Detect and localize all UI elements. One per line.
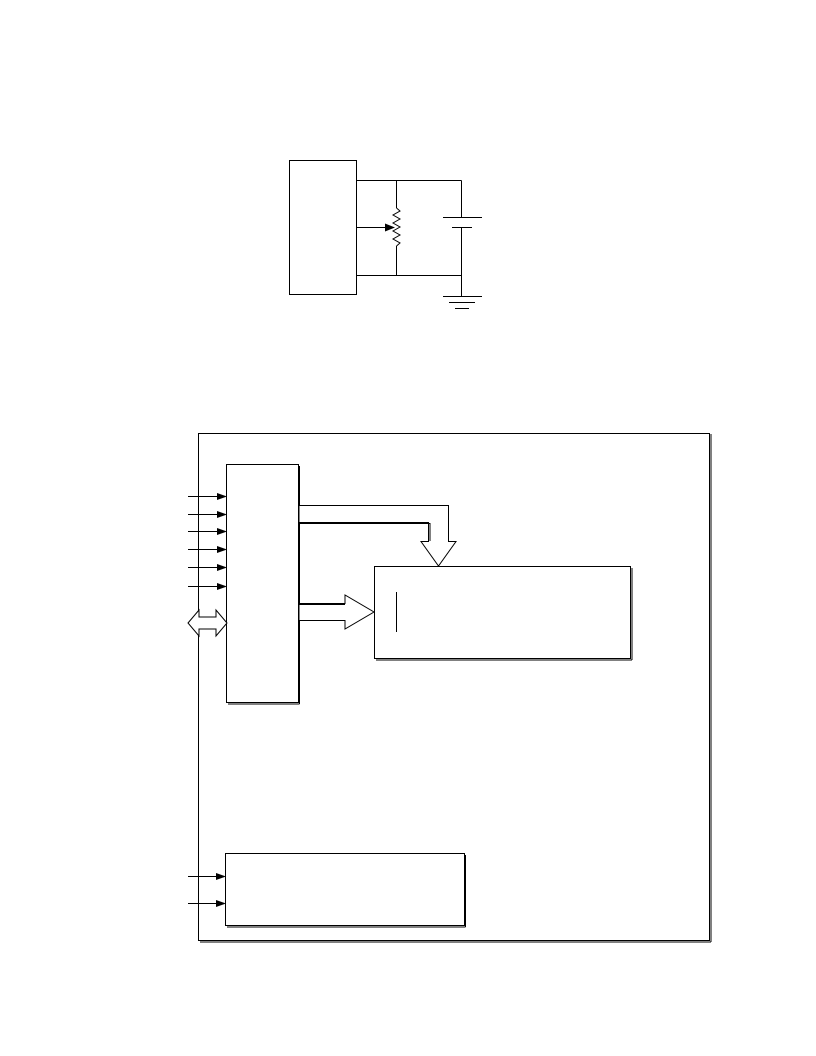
input-arrow: [188, 546, 227, 553]
device-block: [289, 160, 357, 295]
input-arrow: [188, 511, 227, 518]
control-logic-block: [226, 464, 299, 703]
register-block: [374, 566, 631, 659]
ground-symbol: [443, 296, 482, 309]
bidirectional-bus-arrow: [187, 608, 228, 638]
lower-input-arrows: [188, 873, 226, 907]
block-diagram: [187, 433, 712, 943]
wiper-arrowhead: [385, 223, 395, 232]
input-arrow: [188, 583, 227, 590]
potentiometer: [391, 180, 402, 276]
potentiometer-reference-circuit: [289, 160, 482, 309]
battery: [443, 180, 482, 297]
input-arrow: [188, 564, 227, 571]
input-arrow: [188, 493, 227, 500]
input-arrow: [188, 528, 227, 535]
lower-function-block: [225, 853, 465, 926]
data-bus-arrow: [298, 594, 375, 630]
lower-input-arrow: [188, 900, 226, 907]
resistor-zigzag: [391, 207, 402, 247]
lower-input-arrow: [188, 873, 226, 880]
address-bus-arrow: [298, 505, 457, 567]
input-arrows: [188, 493, 227, 590]
